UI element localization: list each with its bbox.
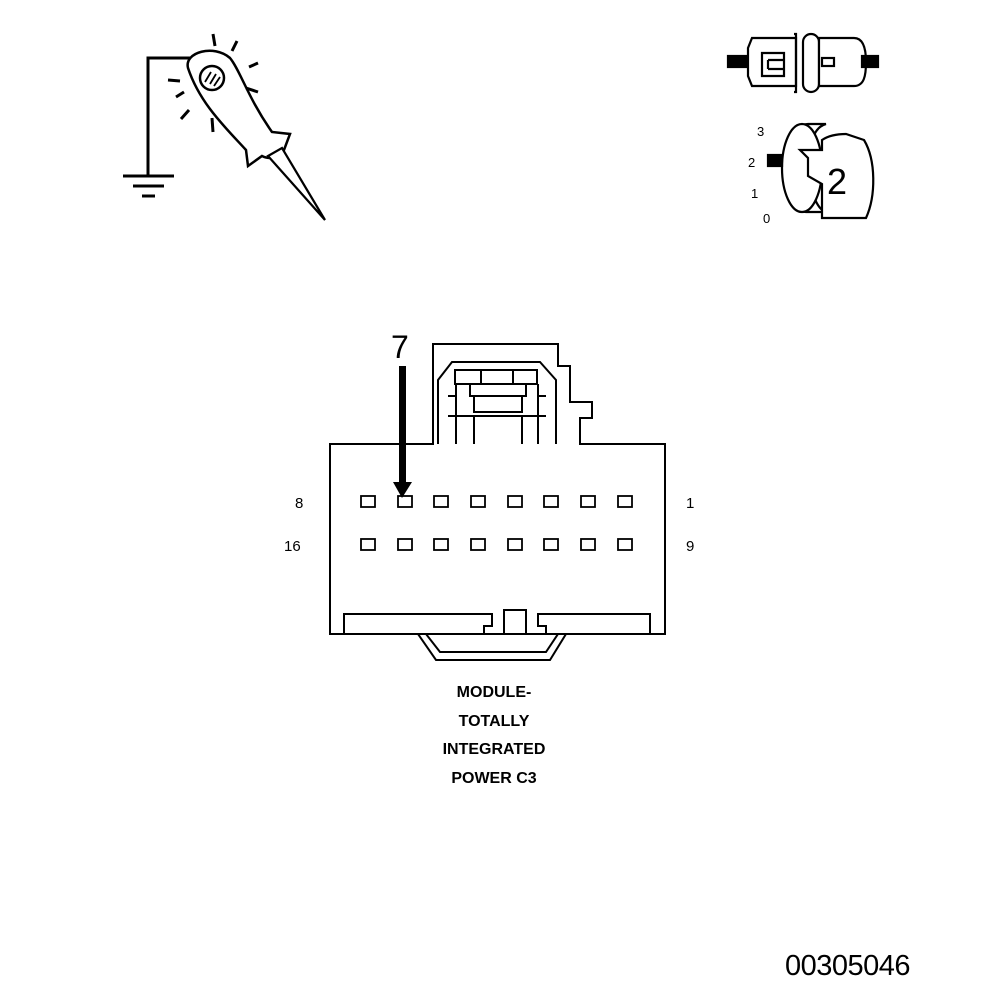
terminal-cavity bbox=[580, 495, 596, 508]
connector-caption: MODULE- TOTALLY INTEGRATED POWER C3 bbox=[394, 679, 594, 793]
connector-key-rail bbox=[343, 609, 651, 635]
terminal-cavity bbox=[543, 538, 559, 551]
terminal-cavity bbox=[433, 538, 449, 551]
probe-lamp-icon bbox=[198, 64, 226, 92]
connector-bottom-flange bbox=[417, 633, 567, 661]
figure-id: 00305046 bbox=[784, 950, 911, 982]
terminal-cavity-grid bbox=[360, 495, 633, 551]
light-rays-icon bbox=[167, 33, 259, 133]
terminal-cavity bbox=[397, 495, 413, 508]
terminal-cavity bbox=[580, 538, 596, 551]
caption-line: INTEGRATED bbox=[442, 741, 546, 758]
caption-line: TOTALLY bbox=[458, 712, 530, 730]
connector-disconnect-icon bbox=[726, 32, 880, 94]
ignition-position-3: 3 bbox=[757, 124, 764, 139]
terminal-cavity bbox=[433, 495, 449, 508]
terminal-cavity bbox=[543, 495, 559, 508]
connector-housing bbox=[329, 343, 666, 635]
probe-tip-icon bbox=[266, 146, 326, 221]
terminal-cavity bbox=[507, 538, 523, 551]
row-label-bottom-left: 16 bbox=[284, 538, 301, 555]
connector-c3-face bbox=[329, 343, 666, 661]
probe-body-icon bbox=[186, 49, 292, 169]
ignition-selected-position: 2 bbox=[827, 161, 847, 202]
terminal-cavity bbox=[470, 538, 486, 551]
terminal-cavity bbox=[470, 495, 486, 508]
terminal-cavity bbox=[397, 538, 413, 551]
row-label-top-left: 8 bbox=[295, 495, 303, 512]
caption-line: MODULE- bbox=[456, 684, 532, 701]
pin-callout-label: 7 bbox=[391, 329, 409, 365]
terminal-cavity bbox=[360, 495, 376, 508]
caption-line: POWER C3 bbox=[451, 769, 537, 787]
ignition-position-2: 2 bbox=[748, 155, 755, 170]
terminal-cavity bbox=[507, 495, 523, 508]
terminal-cavity bbox=[617, 538, 633, 551]
ground-symbol-icon bbox=[123, 56, 194, 198]
test-light-icon bbox=[123, 33, 326, 221]
ignition-position-1: 1 bbox=[751, 186, 758, 201]
ignition-position-0: 0 bbox=[763, 211, 770, 226]
terminal-cavity bbox=[617, 495, 633, 508]
pin-callout-arrow bbox=[393, 366, 412, 498]
locking-latch bbox=[437, 361, 557, 444]
row-label-top-right: 1 bbox=[686, 495, 694, 512]
row-label-bottom-right: 9 bbox=[686, 538, 694, 555]
terminal-cavity bbox=[360, 538, 376, 551]
ignition-switch-icon: 3 2 1 0 2 bbox=[748, 122, 875, 226]
